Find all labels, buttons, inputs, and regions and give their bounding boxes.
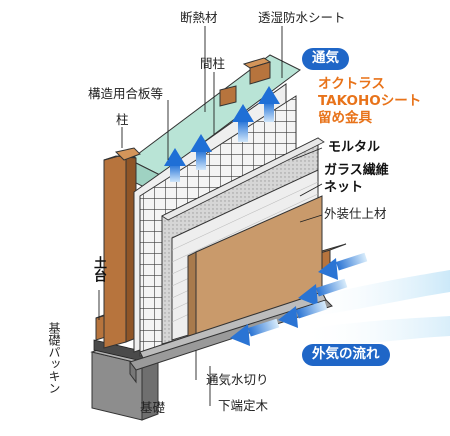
label-takoho: オクトラス TAKOHOシート 留め金具 [318,76,421,127]
up-arrow-icon [164,86,280,182]
air-swoosh [300,316,450,350]
label-glass-net-line2: ネット [324,179,364,195]
leader-lines [98,26,323,406]
label-plywood: 構造用合板等 [88,86,164,101]
label-takoho-line1: オクトラス [318,76,385,92]
pillar [103,153,127,349]
label-mortar: モルタル [328,140,381,155]
label-vent-flashing: 通気水切り [206,372,269,387]
label-glass-net: ガラス繊維 ネット [324,163,389,197]
label-takoho-line2: TAKOHOシート [318,92,422,109]
label-bottom-batten: 下端定木 [218,398,269,413]
label-glass-net-line1: ガラス繊維 [324,163,389,178]
label-insulation: 断熱材 [180,10,218,25]
label-sill: 土台 [91,256,106,282]
label-exterior-finish: 外装仕上材 [324,206,387,221]
badge-airflow: 通気 [302,48,349,70]
label-takoho-line3: 留め金具 [318,109,372,126]
badge-outside-air: 外気の流れ [302,344,390,366]
label-stud: 間柱 [200,56,226,71]
label-foundation: 基礎 [140,400,166,415]
stud [219,85,237,107]
label-foundation-packing: 基礎パッキン [47,322,61,394]
label-pillar: 柱 [116,112,129,127]
inflow-arrow-icon [230,252,368,346]
air-swoosh [300,270,450,318]
label-membrane: 透湿防水シート [258,10,346,25]
